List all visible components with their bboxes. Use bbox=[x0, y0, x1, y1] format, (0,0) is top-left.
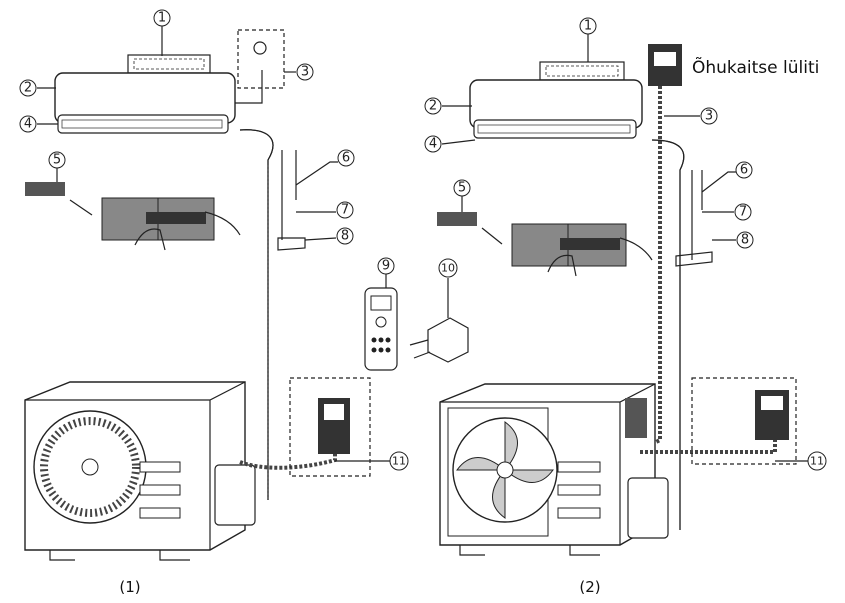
callout-2-4: 4 bbox=[424, 135, 476, 153]
callout-1-3: 3 bbox=[284, 63, 314, 81]
callout-2-2: 2 bbox=[424, 97, 472, 115]
svg-text:8: 8 bbox=[741, 233, 749, 248]
wall-sleeve-2 bbox=[675, 251, 713, 267]
svg-text:8: 8 bbox=[341, 229, 349, 244]
remote-control bbox=[364, 287, 398, 371]
callout-1-11: 11 bbox=[335, 451, 409, 471]
cable-2-horizontal bbox=[640, 440, 777, 454]
breaker-box-2 bbox=[691, 377, 797, 465]
circuit-breaker-2 bbox=[755, 390, 789, 440]
remote-holder bbox=[409, 317, 469, 363]
callout-1-1: 1 bbox=[153, 9, 171, 56]
callout-1-7: 7 bbox=[296, 201, 354, 219]
svg-text:7: 7 bbox=[341, 203, 349, 218]
hand-left-2 bbox=[547, 254, 577, 277]
callout-2-1: 1 bbox=[579, 17, 597, 62]
circuit-breaker-2-top bbox=[648, 44, 682, 86]
outdoor-unit-1 bbox=[24, 381, 256, 561]
svg-text:5: 5 bbox=[458, 181, 466, 196]
svg-text:6: 6 bbox=[740, 163, 748, 178]
callout-2-6: 6 bbox=[701, 161, 753, 193]
plug-icon bbox=[253, 41, 267, 55]
indoor-unit-2 bbox=[469, 79, 643, 139]
hand-right-2 bbox=[619, 237, 653, 261]
svg-text:10: 10 bbox=[441, 262, 455, 275]
svg-text:11: 11 bbox=[810, 455, 824, 468]
svg-text:1: 1 bbox=[158, 11, 166, 26]
callout-2-7: 7 bbox=[702, 203, 752, 221]
svg-text:1: 1 bbox=[584, 19, 592, 34]
callout-2-11: 11 bbox=[775, 451, 827, 471]
filter-panel-1 bbox=[101, 197, 215, 241]
callout-1-10: 10 bbox=[438, 258, 458, 318]
filter-icon-1 bbox=[25, 182, 65, 196]
callout-1-9: 9 bbox=[377, 257, 395, 288]
caption-2: (2) bbox=[579, 578, 600, 596]
cable-2-vertical bbox=[639, 86, 662, 452]
callout-1-6: 6 bbox=[295, 149, 355, 186]
filter-arrow-1 bbox=[69, 199, 93, 216]
mounting-plate-2 bbox=[539, 61, 625, 81]
svg-text:7: 7 bbox=[739, 205, 747, 220]
filter-icon-2 bbox=[437, 212, 477, 226]
callout-2-5: 5 bbox=[453, 179, 471, 212]
plug-box-1 bbox=[237, 29, 285, 89]
indoor-unit-1 bbox=[54, 72, 236, 134]
svg-text:9: 9 bbox=[382, 259, 390, 274]
svg-text:3: 3 bbox=[705, 109, 713, 124]
cable-1 bbox=[239, 440, 337, 470]
outdoor-unit-2 bbox=[439, 383, 669, 556]
svg-text:5: 5 bbox=[53, 153, 61, 168]
svg-text:2: 2 bbox=[429, 99, 437, 114]
diagram-1: 1 2 3 4 5 6 7 8 9 10 11 (1) bbox=[19, 9, 469, 596]
callout-1-5: 5 bbox=[48, 151, 66, 182]
circuit-breaker-1 bbox=[318, 398, 350, 454]
mounting-plate-1 bbox=[127, 54, 211, 74]
svg-text:6: 6 bbox=[342, 151, 350, 166]
svg-text:3: 3 bbox=[301, 65, 309, 80]
power-cord-1 bbox=[235, 70, 263, 104]
callout-1-2: 2 bbox=[19, 79, 56, 97]
filter-panel-2 bbox=[511, 223, 627, 267]
caption-1: (1) bbox=[119, 578, 140, 596]
piping-bundle-1 bbox=[239, 129, 274, 500]
callout-2-3: 3 bbox=[664, 107, 718, 125]
svg-text:11: 11 bbox=[392, 455, 406, 468]
breaker-box-1 bbox=[289, 377, 371, 477]
svg-text:4: 4 bbox=[429, 137, 437, 152]
callout-1-8: 8 bbox=[304, 227, 354, 245]
svg-text:2: 2 bbox=[24, 81, 32, 96]
hand-right-1 bbox=[204, 211, 241, 236]
hand-left-1 bbox=[134, 228, 166, 251]
callout-1-4: 4 bbox=[19, 115, 58, 133]
wall-sleeve-1 bbox=[277, 237, 306, 251]
filter-arrow-2 bbox=[481, 227, 503, 245]
wall-pipe-1 bbox=[281, 150, 297, 240]
piping-bundle-2 bbox=[651, 139, 685, 530]
breaker-label: Õhukaitse lüliti bbox=[692, 56, 819, 78]
diagram-2: Õhukaitse lüliti bbox=[424, 17, 827, 596]
svg-text:4: 4 bbox=[24, 117, 32, 132]
callout-2-8: 8 bbox=[712, 231, 754, 249]
